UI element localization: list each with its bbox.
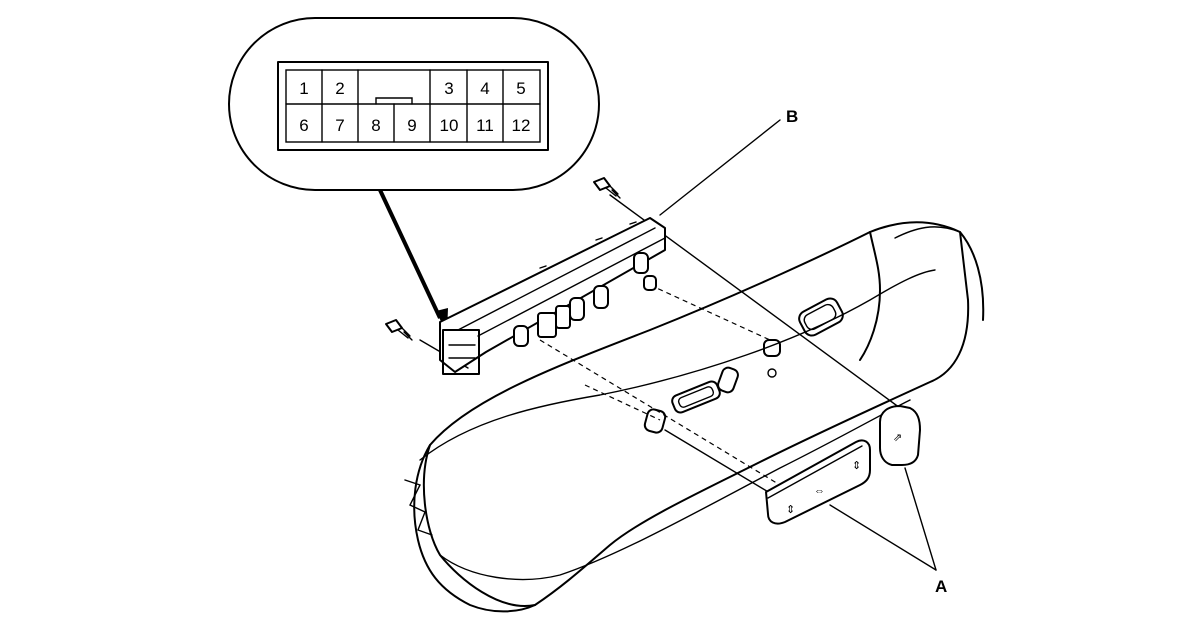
knob xyxy=(555,305,571,329)
knob-recline-body xyxy=(879,405,921,466)
knob-arrow-icon: ⇔ xyxy=(814,485,825,497)
cover-lower-line xyxy=(439,399,911,581)
pin-label: 4 xyxy=(480,79,489,98)
switch-knobs xyxy=(513,252,657,347)
knob-slide-body xyxy=(765,439,871,525)
knob xyxy=(537,312,557,338)
knob xyxy=(569,297,585,321)
callout-a-leader xyxy=(904,467,937,571)
cover-opening-recline xyxy=(798,297,844,337)
connector-lock-tab xyxy=(375,97,413,105)
align-line-knob-solid xyxy=(664,429,771,494)
callout-b-label: B xyxy=(786,107,798,126)
pin-label: 9 xyxy=(407,116,416,135)
connector-leader-arrow xyxy=(378,189,448,334)
screw-thread xyxy=(397,327,413,341)
screw-thread xyxy=(605,185,621,199)
callout-a: A xyxy=(829,467,947,596)
switch-top-edge xyxy=(457,227,656,331)
knob xyxy=(593,285,609,309)
knob-slide: ⇕ ⇔ ⇕ xyxy=(765,439,871,525)
knob xyxy=(633,252,649,274)
pin-label: 6 xyxy=(299,116,308,135)
cover-opening-recline-inner xyxy=(803,303,837,331)
pin-label: 5 xyxy=(516,79,525,98)
housing-mark xyxy=(595,237,603,241)
connector-face-inner xyxy=(285,69,541,143)
cover-front-edge xyxy=(413,444,536,613)
callout-a-label: A xyxy=(935,577,947,596)
knob-slide-edge xyxy=(767,445,863,499)
align-line-lift xyxy=(584,384,661,421)
screw-lower xyxy=(385,319,413,341)
knob-recline: ⇗ xyxy=(879,405,921,466)
switch-housing xyxy=(439,217,666,373)
pin-label: 3 xyxy=(444,79,453,98)
connector-callout-bubble: 1 2 3 4 5 6 7 8 9 10 11 12 xyxy=(228,17,600,191)
cover-opening-slide-inner xyxy=(677,386,715,408)
cover-opening-lift xyxy=(643,408,667,434)
cover-opening-aux xyxy=(763,339,781,357)
pin-label: 1 xyxy=(299,79,308,98)
leader-line xyxy=(378,189,442,319)
switch-connector-end xyxy=(442,329,480,375)
knob-arrow-icon: ⇕ xyxy=(852,460,861,472)
screw-head xyxy=(385,319,403,333)
housing-mark xyxy=(539,265,547,269)
cover-screw-hole xyxy=(767,368,777,378)
screw-head xyxy=(593,177,611,191)
pin-label: 2 xyxy=(335,79,344,98)
cover-body-line xyxy=(419,269,936,461)
pin-label: 11 xyxy=(476,116,494,135)
knob xyxy=(643,275,657,291)
cover-front-tabs xyxy=(404,479,433,536)
align-line-recline xyxy=(649,284,771,341)
housing-mark xyxy=(629,221,637,225)
cover-opening-small xyxy=(717,366,739,394)
cover-rear-lip xyxy=(859,231,881,361)
callout-b: B xyxy=(659,107,798,216)
callout-a-leader xyxy=(829,504,937,571)
power-seat-switch xyxy=(439,217,666,375)
connector-face-outer xyxy=(277,61,549,151)
switch-face-edge xyxy=(477,237,666,337)
cover-opening-slide xyxy=(671,380,721,414)
callout-b-leader xyxy=(659,119,781,216)
pin-label: 12 xyxy=(512,116,531,135)
cover-top-edge xyxy=(894,226,961,239)
screw-upper xyxy=(593,177,621,199)
cover-tail-edge xyxy=(959,231,985,321)
knob-arrow-icon: ⇗ xyxy=(893,432,902,444)
pin-label: 7 xyxy=(335,116,344,135)
pin-label: 10 xyxy=(440,116,459,135)
align-line-knob xyxy=(539,339,781,486)
pin-label: 8 xyxy=(371,116,380,135)
knob-arrow-icon: ⇕ xyxy=(786,504,795,516)
knob xyxy=(513,325,529,347)
callout-oval xyxy=(228,17,600,191)
